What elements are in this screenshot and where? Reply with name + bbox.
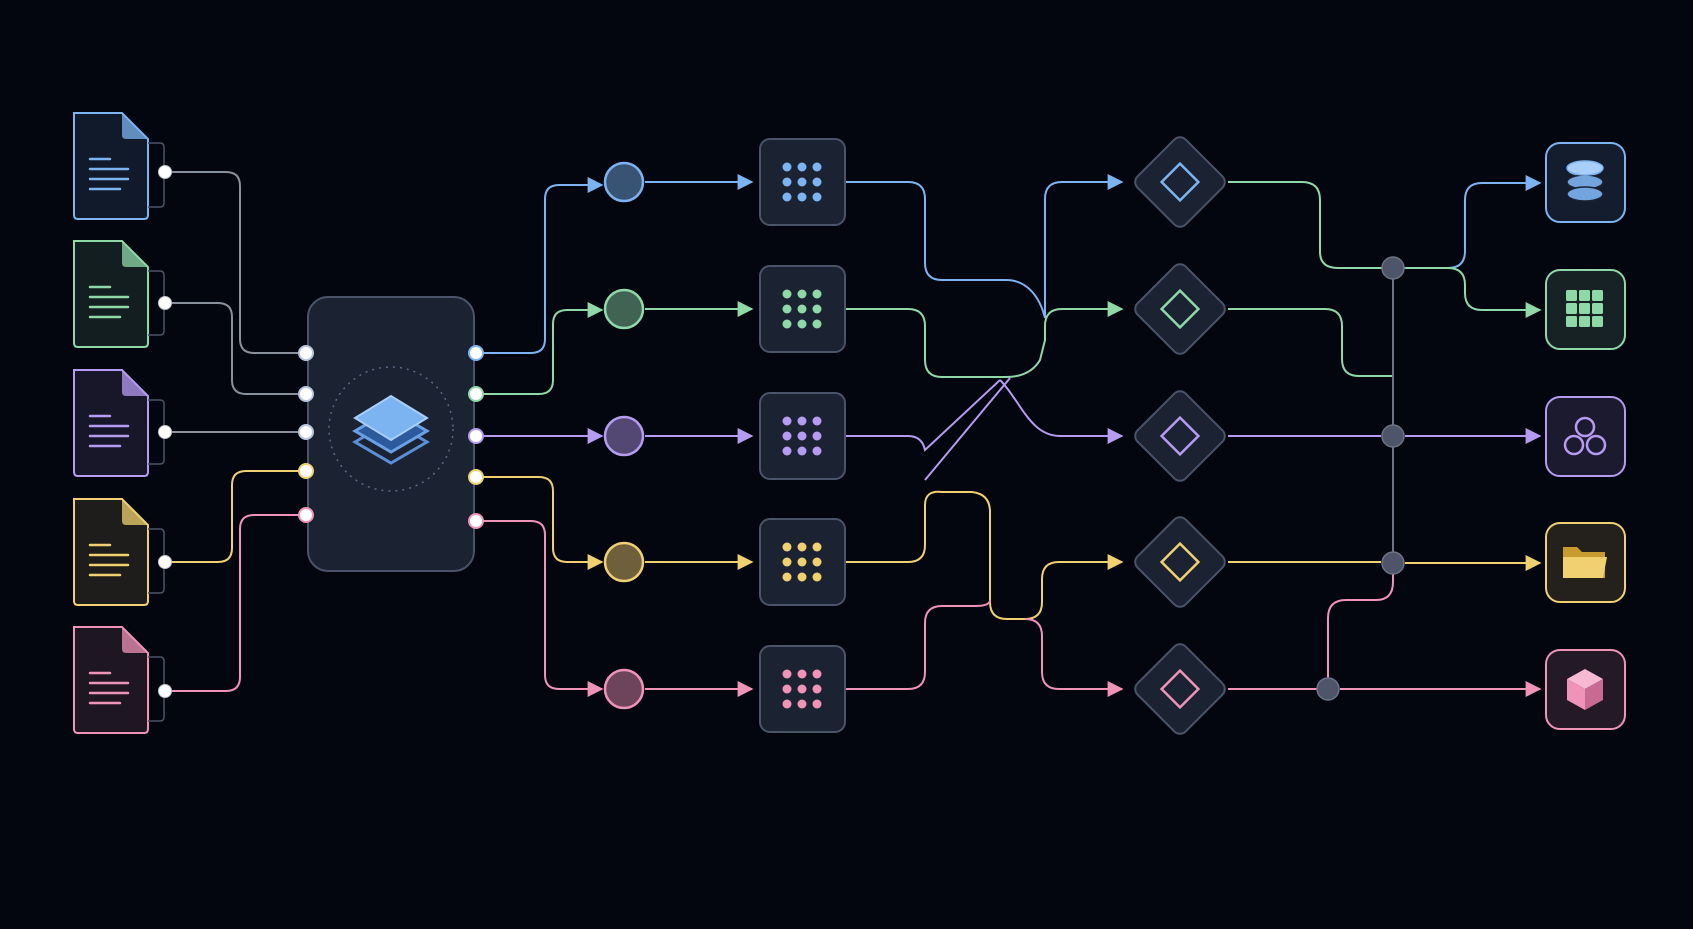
- document-icon: [73, 112, 149, 220]
- edge-grid-diamond-blue-b: [1044, 174, 1124, 318]
- edge-source-5-hub: [165, 514, 306, 692]
- grid-dots-icon: [782, 669, 822, 709]
- edge-diamond-junction-2: [1228, 308, 1393, 377]
- decision-node-5[interactable]: [1132, 641, 1228, 737]
- document-icon: [73, 498, 149, 606]
- transform-node-5[interactable]: [759, 645, 846, 733]
- edge-source-1-hub: [165, 171, 306, 354]
- source-port[interactable]: [158, 165, 172, 179]
- diamond-icon: [1159, 288, 1201, 330]
- grid-dots-icon: [782, 542, 822, 582]
- document-icon: [73, 626, 149, 734]
- edge-junction-pink-up: [1327, 562, 1394, 689]
- merge-junction-icon: [1381, 256, 1405, 280]
- cluster-icon: [1563, 416, 1607, 456]
- hub-output-port[interactable]: [468, 428, 484, 444]
- source-port[interactable]: [158, 684, 172, 698]
- merge-junction-icon: [1381, 424, 1405, 448]
- edge-grid-diamond-purple: [845, 379, 1122, 450]
- stage-circle-5[interactable]: [603, 668, 645, 710]
- grid-dots-icon: [782, 416, 822, 456]
- edge-hub-circle-1: [476, 177, 604, 354]
- source-document-4[interactable]: [73, 498, 172, 606]
- source-port[interactable]: [158, 555, 172, 569]
- diamond-icon: [1159, 668, 1201, 710]
- edge-diamond-junction-1: [1228, 181, 1390, 269]
- layers-icon: [352, 394, 430, 465]
- edge-grid-diamond-yellow: [845, 490, 1060, 620]
- edge-source-4-hub: [165, 470, 306, 563]
- stage-circle-2[interactable]: [603, 288, 645, 330]
- edge-junction-output-2: [1406, 267, 1542, 318]
- document-icon: [73, 240, 149, 348]
- hub-output-port[interactable]: [468, 469, 484, 485]
- cube-icon: [1567, 669, 1603, 710]
- output-node-5[interactable]: [1545, 649, 1626, 730]
- diamond-icon: [1159, 161, 1201, 203]
- hub-node[interactable]: [307, 296, 475, 572]
- stage-circle-4[interactable]: [603, 541, 645, 583]
- output-node-2[interactable]: [1545, 269, 1626, 350]
- diamond-icon: [1159, 541, 1201, 583]
- decision-node-1[interactable]: [1132, 134, 1228, 230]
- transform-node-1[interactable]: [759, 138, 846, 226]
- source-document-1[interactable]: [73, 112, 172, 220]
- folder-icon: [1563, 547, 1607, 578]
- stage-circle-3[interactable]: [603, 415, 645, 457]
- output-node-3[interactable]: [1545, 396, 1626, 477]
- hub-input-port[interactable]: [298, 424, 314, 440]
- transform-node-2[interactable]: [759, 265, 846, 353]
- output-node-1[interactable]: [1545, 142, 1626, 223]
- transform-node-4[interactable]: [759, 518, 846, 606]
- hub-input-port[interactable]: [298, 386, 314, 402]
- merge-junction-icon: [1381, 551, 1405, 575]
- source-document-5[interactable]: [73, 626, 172, 734]
- hub-output-port[interactable]: [468, 513, 484, 529]
- hub-input-port[interactable]: [298, 345, 314, 361]
- grid-dots-icon: [782, 162, 822, 202]
- hub-output-port[interactable]: [468, 345, 484, 361]
- source-document-3[interactable]: [73, 369, 172, 477]
- edge-junction-output-1: [1393, 175, 1542, 269]
- diamond-icon: [1159, 415, 1201, 457]
- output-node-4[interactable]: [1545, 522, 1626, 603]
- edge-grid-diamond-purple-cross: [924, 377, 1011, 481]
- edge-hub-circle-4: [476, 476, 604, 570]
- transform-node-3[interactable]: [759, 392, 846, 480]
- decision-node-3[interactable]: [1132, 388, 1228, 484]
- hub-output-port[interactable]: [468, 386, 484, 402]
- source-port[interactable]: [158, 296, 172, 310]
- edge-grid-diamond-pink: [845, 599, 1060, 690]
- hub-input-port[interactable]: [298, 463, 314, 479]
- table-icon: [1566, 290, 1603, 327]
- source-port[interactable]: [158, 425, 172, 439]
- grid-dots-icon: [782, 289, 822, 329]
- edge-hub-circle-5: [476, 520, 604, 697]
- decision-node-2[interactable]: [1132, 261, 1228, 357]
- database-icon: [1566, 160, 1604, 202]
- edge-grid-diamond-green: [845, 308, 1063, 378]
- document-icon: [73, 369, 149, 477]
- stage-circle-1[interactable]: [603, 161, 645, 203]
- source-document-2[interactable]: [73, 240, 172, 348]
- edge-grid-diamond-blue: [845, 181, 1046, 319]
- hub-input-port[interactable]: [298, 507, 314, 523]
- edge-source-2-hub: [165, 302, 306, 395]
- edge-hub-circle-2: [476, 302, 604, 395]
- merge-junction-icon: [1316, 677, 1340, 701]
- decision-node-4[interactable]: [1132, 514, 1228, 610]
